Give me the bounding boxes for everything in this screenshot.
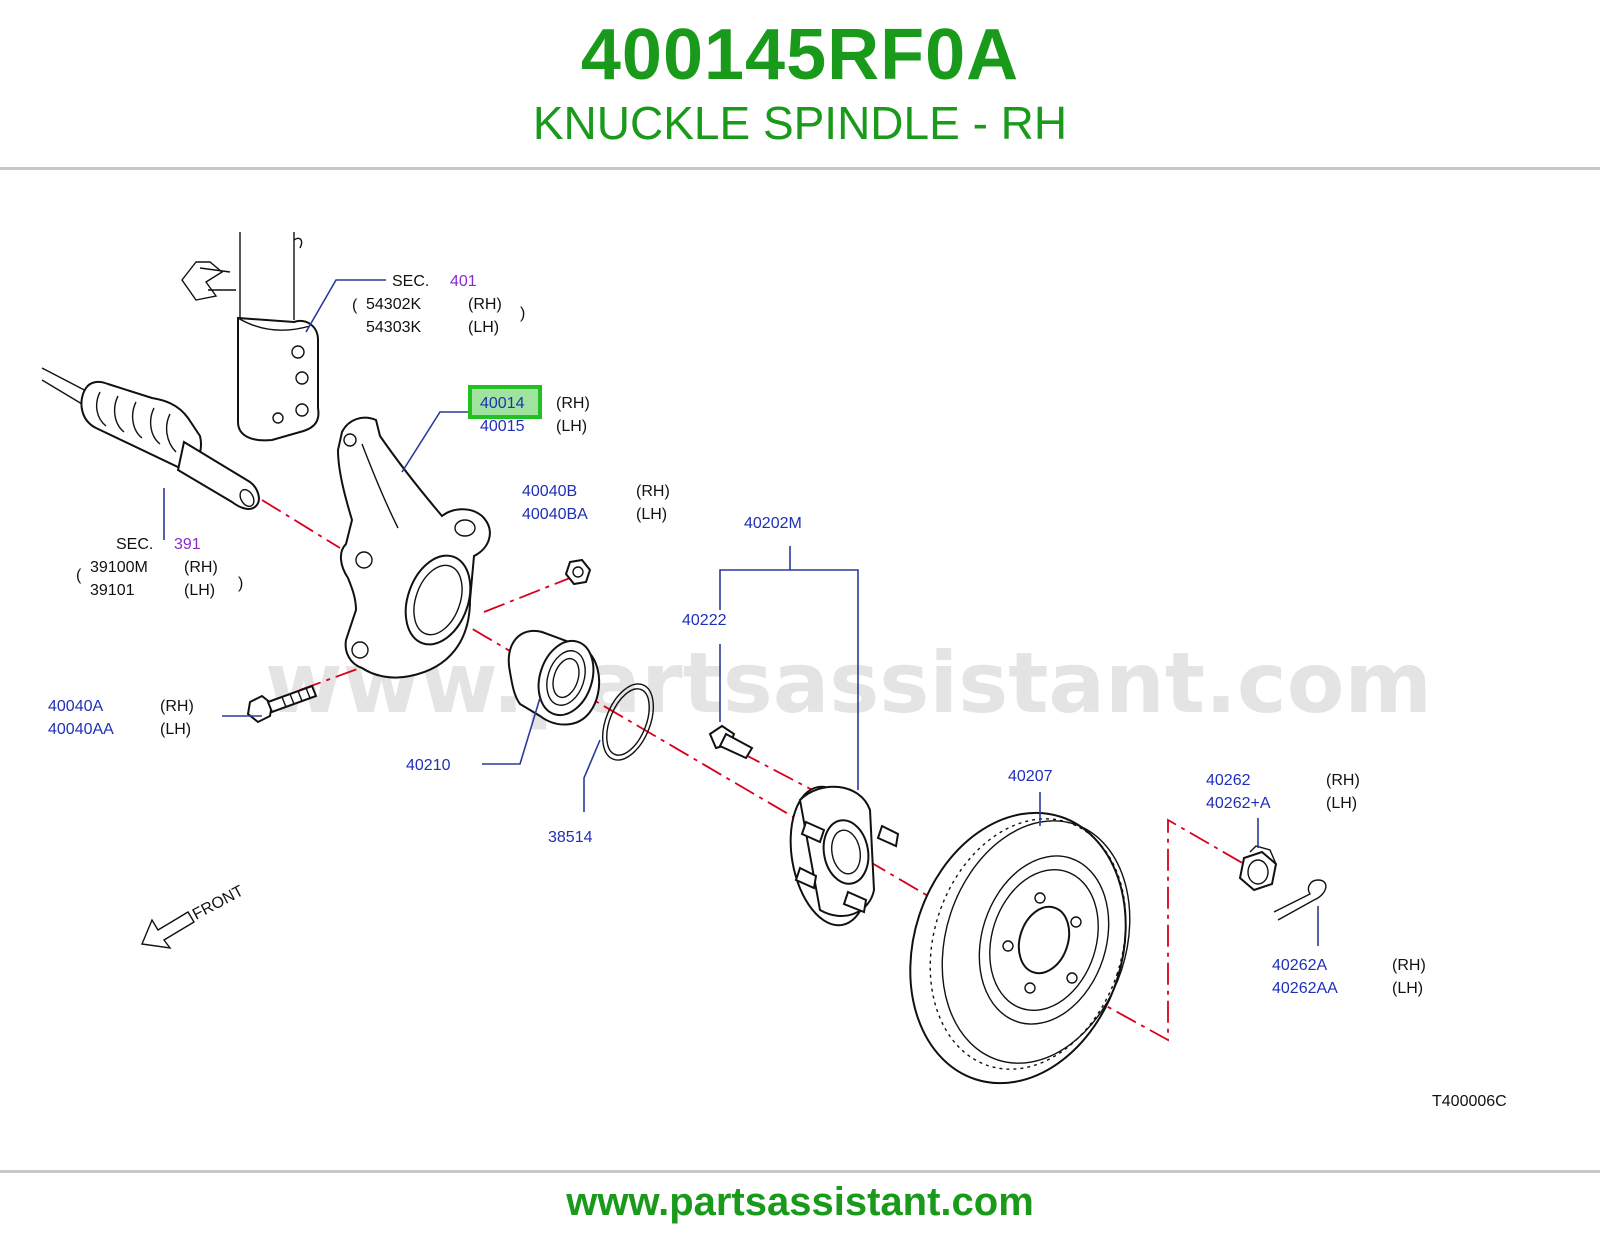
watermark: www.partsassistant.com xyxy=(265,634,1432,732)
part-40262-side: (RH) xyxy=(1326,772,1360,789)
bracket-open-401: ( xyxy=(352,297,358,314)
wheel-bearing-drawing xyxy=(507,629,601,726)
leader-lines xyxy=(163,279,1319,946)
header-divider xyxy=(0,167,1600,170)
bracket-open-391: ( xyxy=(76,567,82,584)
part-39100m: 39100M xyxy=(90,559,148,576)
part-40262a-plus-side: (LH) xyxy=(1326,795,1357,812)
part-40202m-link[interactable]: 40202M xyxy=(744,515,802,532)
part-39101: 39101 xyxy=(90,582,135,599)
front-label: FRONT xyxy=(190,883,247,924)
part-40262a-link[interactable]: 40262A xyxy=(1272,957,1327,974)
part-40040ba-side: (LH) xyxy=(636,506,667,523)
part-40210-link[interactable]: 40210 xyxy=(406,757,451,774)
bracket-close-391: ) xyxy=(238,575,243,592)
strut-assembly-drawing xyxy=(181,232,320,442)
cotter-pin-drawing xyxy=(1273,879,1327,921)
part-39101-side: (LH) xyxy=(184,582,215,599)
nut-40040b-drawing xyxy=(564,558,592,586)
snap-ring-drawing xyxy=(601,683,655,761)
page-header: 400145RF0A KNUCKLE SPINDLE - RH xyxy=(0,0,1600,168)
part-40015-side: (LH) xyxy=(556,418,587,435)
sec391-prefix: SEC. xyxy=(116,536,153,553)
sec401-link[interactable]: 401 xyxy=(450,273,477,290)
part-54303k: 54303K xyxy=(366,319,421,336)
brake-disc-drawing xyxy=(909,811,1131,1085)
part-callout-labels[interactable]: SEC. 401 ( 54302K (RH) 54303K (LH) ) 400… xyxy=(48,273,1507,1110)
part-40040a-link[interactable]: 40040A xyxy=(48,698,103,715)
part-40262-link[interactable]: 40262 xyxy=(1206,772,1251,789)
part-40014-link[interactable]: 40014 xyxy=(480,395,525,412)
part-40040a-side: (RH) xyxy=(160,698,194,715)
highlight-box-40014 xyxy=(468,385,542,419)
part-40262aa-link[interactable]: 40262AA xyxy=(1272,980,1338,997)
hub-nut-drawing xyxy=(1238,845,1278,892)
part-40262a-plus-link[interactable]: 40262+A xyxy=(1206,795,1271,812)
diagram-code: T400006C xyxy=(1432,1093,1507,1110)
part-39100m-side: (RH) xyxy=(184,559,218,576)
part-40222-link[interactable]: 40222 xyxy=(682,612,727,629)
wheel-hub-drawing xyxy=(789,785,900,927)
part-40262a-side: (RH) xyxy=(1392,957,1426,974)
part-40040ba-link[interactable]: 40040BA xyxy=(522,506,588,523)
part-40040b-side: (RH) xyxy=(636,483,670,500)
part-54302k: 54302K xyxy=(366,296,421,313)
part-40207-link[interactable]: 40207 xyxy=(1008,768,1053,785)
sec401-prefix: SEC. xyxy=(392,273,429,290)
part-name-subtitle: KNUCKLE SPINDLE - RH xyxy=(532,97,1068,149)
part-54303k-side: (LH) xyxy=(468,319,499,336)
part-54302k-side: (RH) xyxy=(468,296,502,313)
part-40040b-link[interactable]: 40040B xyxy=(522,483,577,500)
part-40015-link[interactable]: 40015 xyxy=(480,418,525,435)
bracket-close-401: ) xyxy=(520,305,525,322)
footer-website-url[interactable]: www.partsassistant.com xyxy=(566,1180,1034,1224)
footer-divider xyxy=(0,1170,1600,1173)
drive-shaft-drawing xyxy=(41,367,260,510)
part-38514-link[interactable]: 38514 xyxy=(548,829,593,846)
wheel-stud-drawing xyxy=(708,724,754,760)
knuckle-spindle-drawing xyxy=(336,416,491,679)
part-number-title: 400145RF0A xyxy=(580,15,1020,95)
front-direction-indicator: FRONT xyxy=(141,883,247,949)
part-40014-side: (RH) xyxy=(556,395,590,412)
sec391-link[interactable]: 391 xyxy=(174,536,201,553)
exploded-parts-diagram: www.partsassistant.com xyxy=(41,232,1507,1110)
part-40262aa-side: (LH) xyxy=(1392,980,1423,997)
part-40040aa-link[interactable]: 40040AA xyxy=(48,721,114,738)
part-40040aa-side: (LH) xyxy=(160,721,191,738)
